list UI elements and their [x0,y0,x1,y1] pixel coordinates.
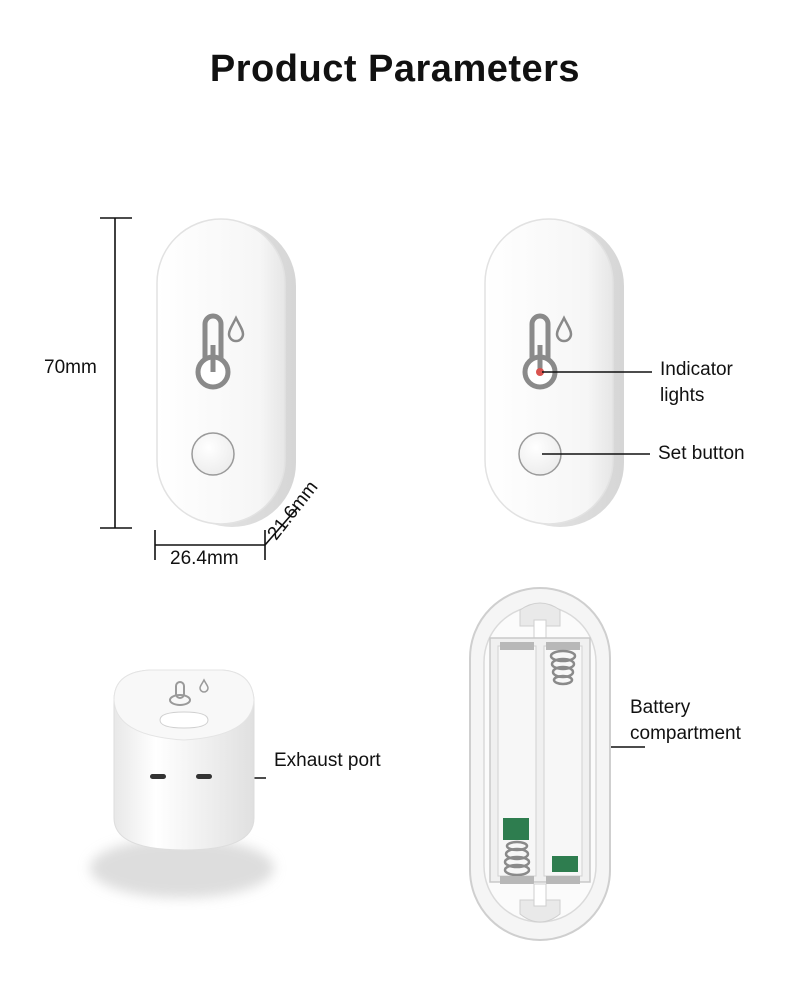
exhaust-vent-right [196,774,212,779]
spring-contact-top [549,649,577,686]
dimension-lines [100,217,299,560]
water-drop-icon [555,315,573,343]
indicator-lights-label: Indicator lights [660,357,733,409]
battery-label-line2: compartment [630,723,741,744]
device-callout-view [484,218,624,527]
set-button-label: Set button [658,443,745,464]
exhaust-port-label: Exhaust port [274,750,381,771]
water-drop-icon [199,678,209,693]
battery-compartment-view [469,587,611,941]
page-title: Product Parameters [209,48,581,90]
height-dimension-label: 70mm [44,357,97,378]
water-drop-icon [227,315,245,343]
exhaust-vent-left [150,774,166,779]
indicator-label-line1: Indicator [660,359,733,380]
thermometer-icon [522,313,558,390]
pcb-board-right [552,856,578,872]
device-bottom-view [90,669,274,898]
pcb-board-left [503,818,529,840]
thermometer-icon [169,681,191,706]
width-dimension-label: 26.4mm [170,548,239,569]
battery-compartment-label: Battery compartment [630,695,741,747]
thermometer-icon [195,313,231,390]
device-front-view [156,218,296,527]
spring-contact-bottom [503,840,531,877]
indicator-light [536,368,544,376]
battery-label-line1: Battery [630,697,691,718]
set-button-graphic [191,432,235,476]
indicator-label-line2: lights [660,385,705,406]
